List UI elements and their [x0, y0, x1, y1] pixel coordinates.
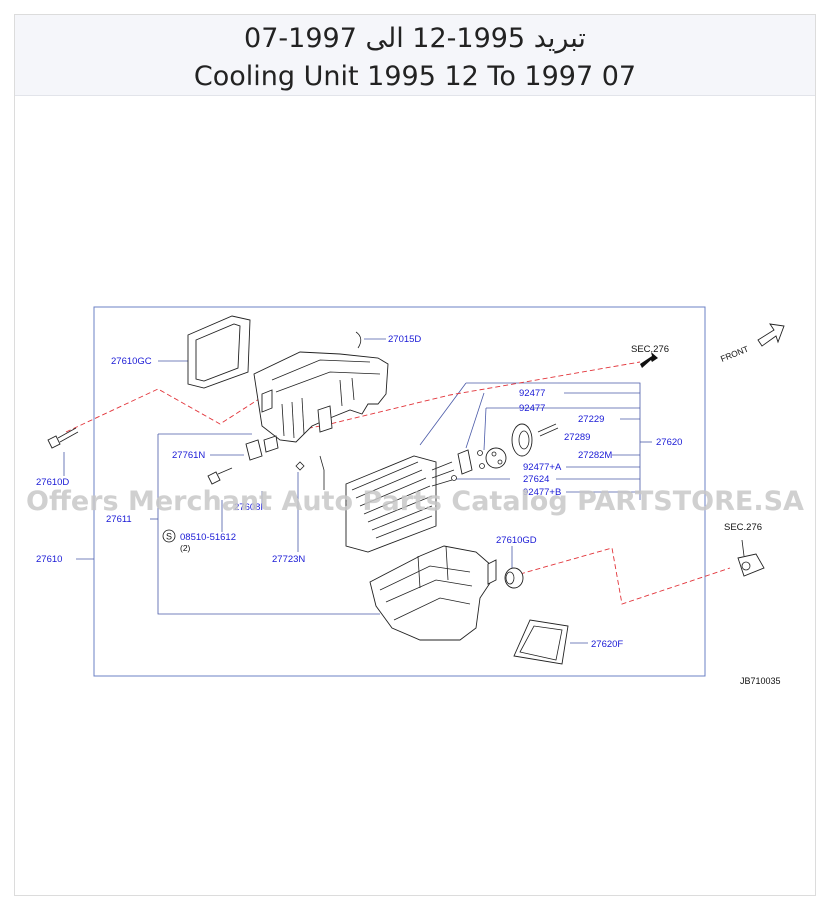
part-label-27723n[interactable]: 27723N [272, 554, 305, 565]
part-label-27610[interactable]: 27610 [36, 554, 62, 565]
part-label-27620f[interactable]: 27620F [591, 639, 623, 650]
evaporator-core-part [345, 455, 455, 553]
dashed-ref-line [519, 547, 731, 605]
part-label-08510-51612[interactable]: 08510-51612 [180, 532, 236, 543]
diagram-card: تبريد 1995-12 الى 1997-07 Cooling Unit 1… [14, 14, 816, 896]
resistor-part [245, 435, 279, 461]
part-label-92477-a[interactable]: 92477 [519, 388, 545, 399]
part-label-92477-plus-b[interactable]: 92477+B [523, 487, 561, 498]
part-label-27761n[interactable]: 27761N [172, 450, 205, 461]
expansion-valve-part [451, 423, 559, 481]
part-label-27608i[interactable]: 27608I [234, 502, 263, 513]
blower-housing-part [253, 351, 389, 443]
thermistor-part [295, 455, 325, 490]
filter-frame-part [187, 315, 251, 389]
part-label-27624[interactable]: 27624 [523, 474, 549, 485]
leader [483, 407, 487, 451]
sec-arrow-icon [640, 352, 658, 368]
part-label-27229[interactable]: 27229 [578, 414, 604, 425]
part-label-27610d[interactable]: 27610D [36, 477, 69, 488]
lower-case-part [369, 545, 497, 641]
screw-part [207, 467, 233, 485]
bolt-symbol: S [166, 532, 172, 542]
drain-part [737, 539, 765, 577]
bracket-27620 [558, 382, 641, 500]
diagram-code: JB710035 [740, 676, 781, 686]
part-label-92477-b[interactable]: 92477 [519, 403, 545, 414]
grommet-part [504, 567, 524, 589]
front-label: FRONT [719, 344, 750, 364]
diagram-frame [93, 306, 706, 677]
clip-part [355, 331, 362, 349]
section-reference-right: SEC.276 [724, 522, 762, 533]
part-label-27620[interactable]: 27620 [656, 437, 682, 448]
leader [465, 392, 485, 449]
page-title-english: Cooling Unit 1995 12 To 1997 07 [193, 61, 637, 92]
dashed-ref-line [299, 361, 641, 431]
leader [419, 382, 467, 446]
section-reference-top: SEC.276 [631, 344, 669, 355]
part-label-27611[interactable]: 27611 [106, 514, 132, 525]
part-label-27289[interactable]: 27289 [564, 432, 590, 443]
page-title-arabic: تبريد 1995-12 الى 1997-07 [244, 23, 586, 54]
part-label-92477-plus-a[interactable]: 92477+A [523, 462, 562, 473]
screw-part [47, 427, 79, 449]
part-label-27610gc[interactable]: 27610GC [111, 356, 152, 367]
bracket-27611 [157, 434, 380, 615]
watermark-text: Offers Merchant Auto Parts Catalog PARTS… [26, 486, 804, 517]
bolt-quantity: (2) [180, 543, 191, 553]
front-arrow-icon [757, 323, 785, 347]
part-label-27282m[interactable]: 27282M [578, 450, 612, 461]
part-label-27610gd[interactable]: 27610GD [496, 535, 537, 546]
page-header: تبريد 1995-12 الى 1997-07 Cooling Unit 1… [15, 15, 815, 96]
bolt-symbol-icon [162, 529, 176, 543]
lower-filter-part [513, 619, 569, 665]
part-label-27015d[interactable]: 27015D [388, 334, 421, 345]
